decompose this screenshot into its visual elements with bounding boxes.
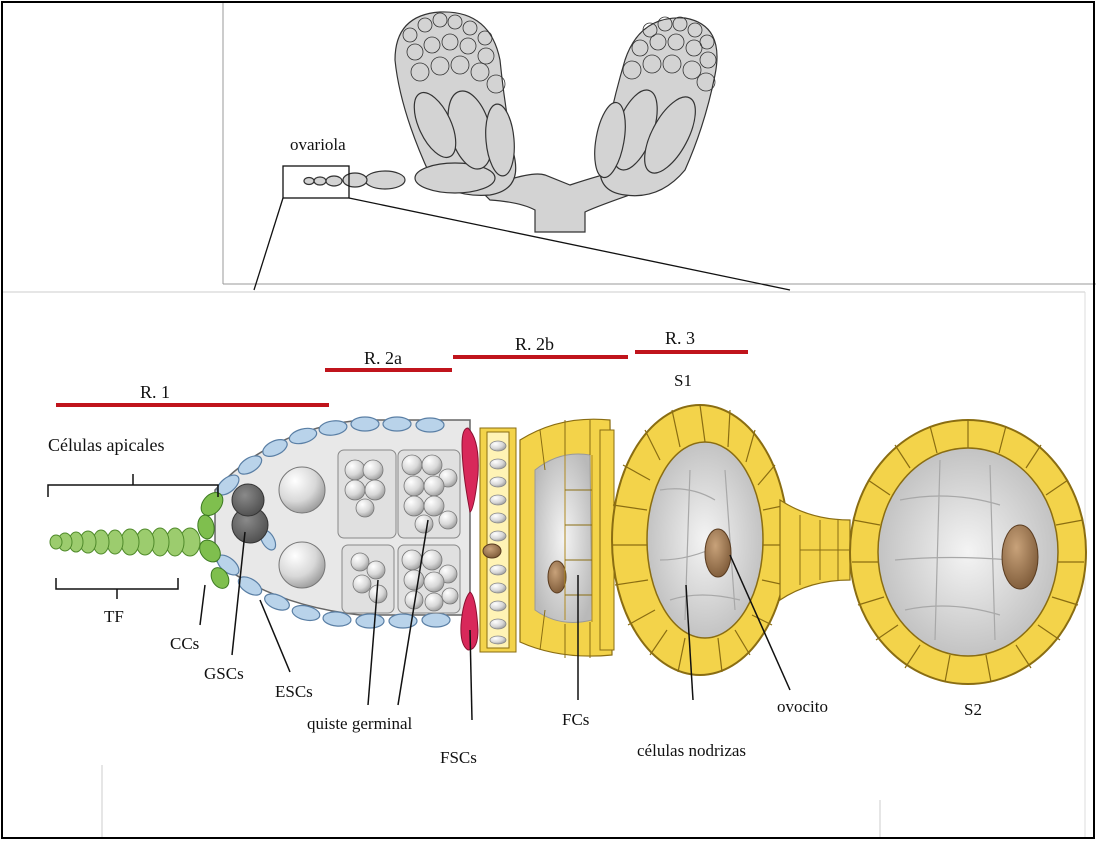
label-germ-cyst: quiste germinal <box>307 714 413 733</box>
region-bars: R. 1 R. 2a R. 2b R. 3 <box>56 328 748 405</box>
label-apical-cells: Células apicales <box>48 435 164 455</box>
ccs-pointer <box>200 585 205 625</box>
germline-stem-cells <box>232 484 268 543</box>
region-label-r1: R. 1 <box>140 382 170 402</box>
label-oocyte: ovocito <box>777 697 828 716</box>
label-fscs: FSCs <box>440 748 477 767</box>
region-label-r3: R. 3 <box>665 328 695 348</box>
terminal-filament <box>50 528 200 556</box>
tf-bracket <box>56 578 178 589</box>
label-tf: TF <box>104 607 124 626</box>
top-panel: ovariola <box>223 1 1096 290</box>
label-escs: ESCs <box>275 682 313 701</box>
region2b-cyst <box>520 419 614 658</box>
region-label-r2b: R. 2b <box>515 334 554 354</box>
label-s1: S1 <box>674 371 692 390</box>
zoom-line-left <box>254 198 283 290</box>
region2b-strip <box>480 428 516 652</box>
interfollicular-stalk <box>780 500 850 600</box>
region-label-r2a: R. 2a <box>364 348 402 368</box>
label-s2: S2 <box>964 700 982 719</box>
egg-chamber-s2 <box>850 420 1086 684</box>
escs-pointer <box>260 600 290 672</box>
label-ccs: CCs <box>170 634 199 653</box>
apical-cells-bracket <box>48 485 218 497</box>
whole-ovary <box>304 12 717 232</box>
label-nurse-cells: células nodrizas <box>637 741 746 760</box>
egg-chamber-s1 <box>612 405 788 675</box>
label-gscs: GSCs <box>204 664 244 683</box>
label-fcs: FCs <box>562 710 589 729</box>
ovariola-label: ovariola <box>290 135 346 154</box>
